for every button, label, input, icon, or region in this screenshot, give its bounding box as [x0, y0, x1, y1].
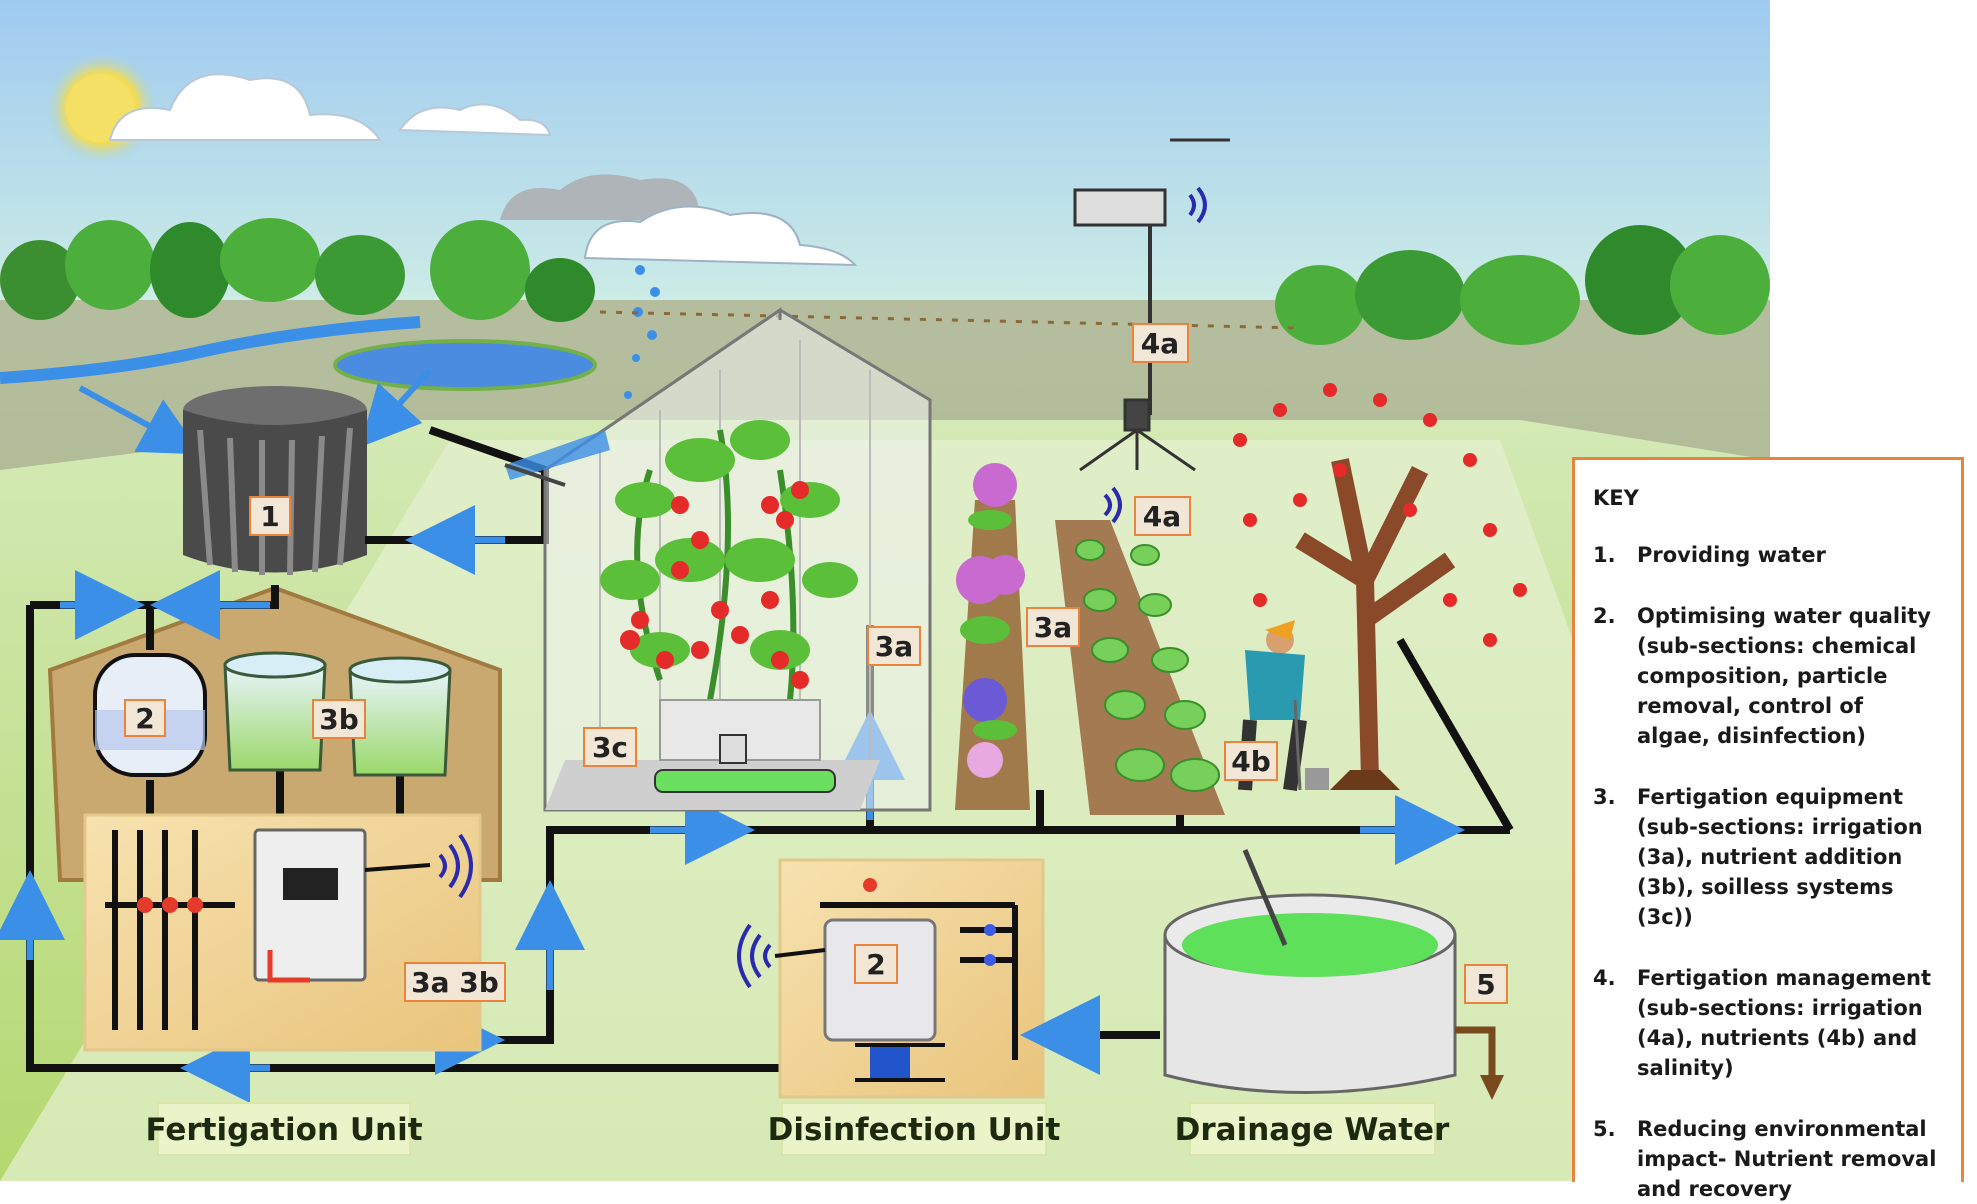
drain-arrow-icon — [1455, 1026, 1496, 1080]
rain-cloud-icon — [500, 174, 858, 399]
stream — [0, 316, 421, 384]
wireless-signal-icon — [438, 833, 473, 899]
key-item-text: Providing water — [1637, 543, 1826, 567]
water-tank-icon — [183, 386, 367, 576]
weather-station-icon — [1073, 138, 1230, 472]
svg-text:Disinfection Unit: Disinfection Unit — [768, 1112, 1061, 1148]
key-item-number: 4. — [1593, 966, 1616, 990]
svg-text:Drainage Water: Drainage Water — [1175, 1112, 1450, 1148]
key-item-text: Fertigation management (sub-sections: ir… — [1637, 966, 1932, 1080]
key-item-text: Optimising water quality (sub-sections: … — [1637, 604, 1931, 748]
svg-text:4a: 4a — [1143, 500, 1181, 533]
disinfection-unit-label: Disinfection Unit — [768, 1102, 1061, 1156]
label-disinfection-2: 2 — [854, 944, 898, 984]
key-item: 5. Reducing environmental impact- Nutrie… — [1593, 1114, 1943, 1204]
label-tank-1: 1 — [249, 496, 291, 536]
label-greenhouse-3c: 3c — [583, 727, 637, 767]
svg-text:3a: 3a — [1034, 611, 1072, 644]
fence — [599, 310, 1301, 330]
key-item-text: Reducing environmental impact- Nutrient … — [1637, 1117, 1937, 1201]
svg-text:4a: 4a — [1141, 327, 1179, 360]
svg-text:5: 5 — [1476, 968, 1495, 1001]
label-sensor-4a: 4a — [1134, 496, 1191, 536]
key-item-text: Fertigation equipment (sub-sections: irr… — [1637, 785, 1923, 929]
tree-icon — [0, 218, 1770, 345]
apple-tree-icon — [1233, 383, 1527, 790]
key-item: 2. Optimising water quality (sub-section… — [1593, 601, 1943, 751]
svg-text:1: 1 — [260, 500, 279, 533]
lettuce-icon — [1055, 520, 1225, 815]
svg-text:3a: 3a — [875, 630, 913, 663]
key-item-number: 3. — [1593, 785, 1616, 809]
pond — [333, 339, 597, 391]
key-item: 1. Providing water — [1593, 540, 1943, 570]
label-controller-3a3b: 3a 3b — [404, 962, 506, 1002]
svg-text:2: 2 — [135, 702, 154, 735]
label-drainage-5: 5 — [1464, 964, 1508, 1004]
wireless-signal-icon — [737, 923, 826, 989]
label-weather-4a: 4a — [1132, 323, 1189, 363]
key-item-number: 5. — [1593, 1117, 1616, 1141]
nutrient-tank-icon — [223, 651, 452, 777]
tomato-plant-icon — [600, 420, 858, 793]
key-item: 3. Fertigation equipment (sub-sections: … — [1593, 782, 1943, 932]
key-title: KEY — [1593, 486, 1639, 510]
svg-text:Fertigation Unit: Fertigation Unit — [145, 1112, 422, 1148]
wireless-signal-icon — [1103, 186, 1207, 524]
sprinkler-icon — [504, 430, 610, 487]
flower-pot-icon — [955, 463, 1030, 810]
drainage-pond-icon — [1163, 849, 1457, 1094]
label-tanks-3b: 3b — [312, 699, 366, 739]
fertigation-unit-label: Fertigation Unit — [145, 1102, 423, 1156]
label-filter-2: 2 — [124, 699, 166, 737]
drainage-water-label: Drainage Water — [1175, 1102, 1450, 1156]
controller-box-icon — [253, 828, 431, 983]
label-greenhouse-3a: 3a — [867, 626, 921, 666]
svg-text:4b: 4b — [1231, 745, 1271, 778]
svg-text:3c: 3c — [592, 731, 628, 764]
key-item-number: 2. — [1593, 604, 1616, 628]
svg-text:3b: 3b — [319, 703, 359, 736]
svg-text:2: 2 — [866, 948, 885, 981]
key-item-number: 1. — [1593, 543, 1616, 567]
cloud-icon — [108, 73, 552, 141]
key-item: 4. Fertigation management (sub-sections:… — [1593, 963, 1943, 1083]
key-panel: KEY 1. Providing water 2. Optimising wat… — [1572, 457, 1964, 1201]
label-farmer-4b: 4b — [1224, 741, 1278, 781]
svg-text:3a 3b: 3a 3b — [411, 966, 499, 999]
label-row-3a: 3a — [1026, 607, 1080, 647]
